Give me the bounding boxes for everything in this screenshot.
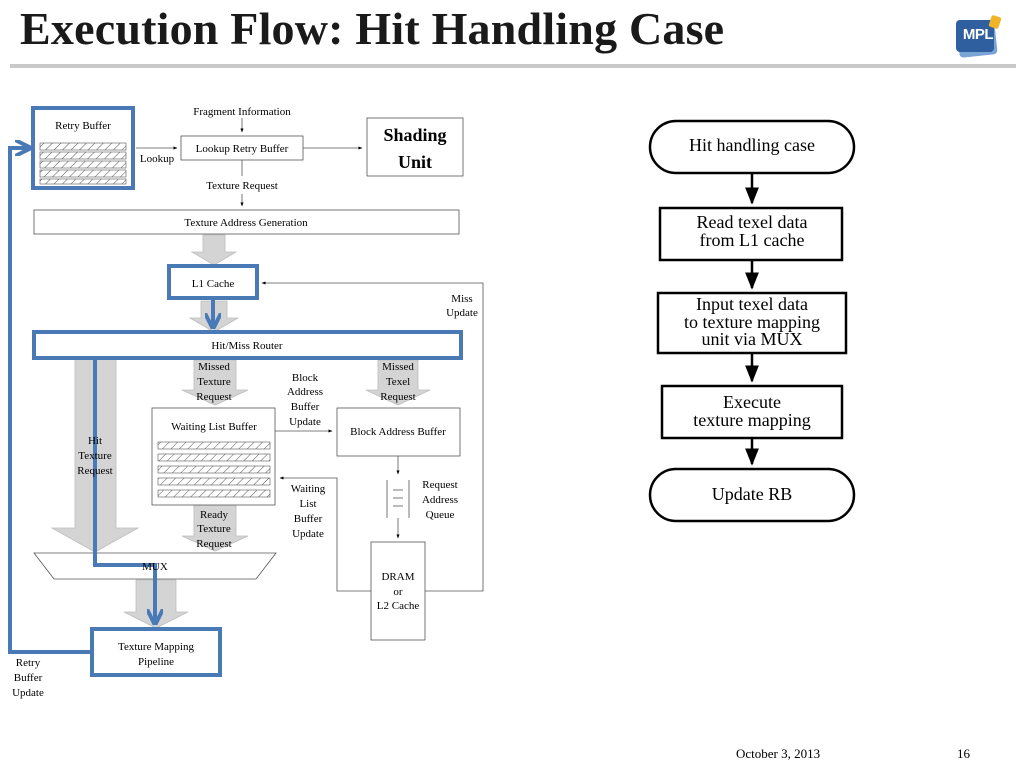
waiting-list-entries xyxy=(157,441,271,498)
block-address-buffer-update-label-1: Block xyxy=(292,372,319,384)
mux-label: MUX xyxy=(142,561,168,573)
block-address-buffer-label: Block Address Buffer xyxy=(350,426,446,438)
missed-texture-request-label-1: Missed xyxy=(198,361,230,373)
flow-step-label: Hit handling case xyxy=(689,135,815,155)
retry-buffer-update-label-3: Update xyxy=(12,687,44,699)
texture-address-generation-box xyxy=(33,209,460,235)
dram-label-3: L2 Cache xyxy=(377,600,420,612)
missed-texel-request-label-2: Texel xyxy=(386,376,410,388)
flow-step-label: from L1 cache xyxy=(700,230,805,250)
retry-buffer-update-label-2: Buffer xyxy=(14,672,43,684)
block-address-buffer-update-label-4: Update xyxy=(289,416,321,428)
flow-step-execute xyxy=(660,384,844,440)
texture-addr-to-l1-arrow xyxy=(190,234,238,266)
shading-unit-label-1: Shading xyxy=(383,125,446,145)
retry-buffer-entries xyxy=(39,142,127,185)
dram-label-1: DRAM xyxy=(381,571,414,583)
block-address-buffer-box xyxy=(336,407,461,457)
lookup-retry-buffer-box xyxy=(180,135,304,161)
hit-texture-request-label-1: Hit xyxy=(88,435,102,447)
logo-text: MPL xyxy=(962,26,994,43)
hit-texture-request-label-2: Texture xyxy=(78,450,112,462)
shading-unit-box xyxy=(366,117,464,177)
flow-step-label: Execute xyxy=(723,392,781,412)
waiting-list-buffer-update-label-2: List xyxy=(299,498,316,510)
texture-mapping-pipeline-label-2: Pipeline xyxy=(138,656,174,668)
miss-update-label-1: Miss xyxy=(451,293,472,305)
miss-update-label-2: Update xyxy=(446,307,478,319)
mpl-logo-icon xyxy=(956,15,1002,58)
texture-request-label: Texture Request xyxy=(206,180,278,192)
waiting-list-buffer-update-label-4: Update xyxy=(292,528,324,540)
request-address-queue-label-3: Queue xyxy=(426,509,455,521)
hit-path-line xyxy=(93,358,155,622)
flow-step-label: texture mapping xyxy=(693,410,810,430)
flowchart: Hit handling case Read texel data from L… xyxy=(648,119,856,523)
texture-address-generation-label: Texture Address Generation xyxy=(184,217,308,229)
hit-texture-request-label-3: Request xyxy=(77,465,112,477)
l1-cache-label: L1 Cache xyxy=(192,278,235,290)
ready-texture-request-label-3: Request xyxy=(196,538,231,550)
flow-step-label: unit via MUX xyxy=(702,329,803,349)
texture-mapping-pipeline-label-1: Texture Mapping xyxy=(118,641,194,653)
hit-miss-router-box xyxy=(32,330,463,360)
ready-texture-request-arrow xyxy=(181,504,249,552)
waiting-list-buffer-update-label-3: Buffer xyxy=(294,513,323,525)
flow-step-label: Input texel data xyxy=(696,294,808,314)
fragment-information-label: Fragment Information xyxy=(193,106,291,118)
dram-box xyxy=(370,541,426,641)
dram-label-2: or xyxy=(393,586,403,598)
lookup-label: Lookup xyxy=(140,153,175,165)
waiting-list-buffer-update-label-1: Waiting xyxy=(291,483,326,495)
flow-step-label: Update RB xyxy=(712,484,793,504)
missed-texel-request-arrow xyxy=(365,359,431,406)
block-address-buffer-update-label-3: Buffer xyxy=(291,401,320,413)
waiting-list-buffer-label: Waiting List Buffer xyxy=(171,421,257,433)
ready-texture-request-label-2: Texture xyxy=(197,523,231,535)
slide-title: Execution Flow: Hit Handling Case xyxy=(20,3,725,54)
missed-texel-request-label-1: Missed xyxy=(382,361,414,373)
waiting-list-update-line xyxy=(279,476,371,592)
ready-texture-request-label-1: Ready xyxy=(200,509,229,521)
block-address-buffer-update-label-2: Address xyxy=(287,386,323,398)
slide-date: October 3, 2013 xyxy=(736,746,821,761)
miss-update-line xyxy=(261,281,484,592)
l1-cache-box xyxy=(167,264,259,300)
retry-buffer-box xyxy=(31,106,135,190)
lookup-retry-buffer-label: Lookup Retry Buffer xyxy=(196,143,289,155)
shading-unit-label-2: Unit xyxy=(398,152,432,172)
retry-buffer-label: Retry Buffer xyxy=(55,120,111,132)
missed-texture-request-label-3: Request xyxy=(196,391,231,403)
flow-step-label: Read texel data xyxy=(697,212,808,232)
flow-step-label: to texture mapping xyxy=(684,312,820,332)
hit-miss-router-label: Hit/Miss Router xyxy=(211,340,283,352)
missed-texture-request-label-2: Texture xyxy=(197,376,231,388)
retry-buffer-update-label-1: Retry xyxy=(16,657,41,669)
title-divider xyxy=(10,64,1016,68)
missed-texel-request-label-3: Request xyxy=(380,391,415,403)
missed-texture-request-arrow xyxy=(181,359,249,406)
request-address-queue-label-2: Address xyxy=(422,494,458,506)
flow-step-update-rb xyxy=(648,467,856,523)
page-number: 16 xyxy=(957,746,970,761)
flow-step-input-mux xyxy=(656,291,848,355)
request-address-queue-label-1: Request xyxy=(422,479,457,491)
retry-buffer-update-path xyxy=(8,148,92,654)
